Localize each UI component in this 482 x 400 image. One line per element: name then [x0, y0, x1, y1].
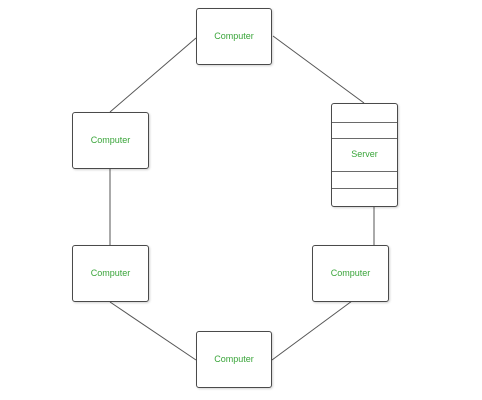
computer-label: Computer	[90, 268, 131, 278]
server-node[interactable]: Server	[331, 103, 398, 207]
computer-node-top[interactable]: Computer	[196, 8, 272, 65]
server-rack-row	[332, 104, 397, 123]
computer-node-lower-right[interactable]: Computer	[312, 245, 389, 302]
computer-node-bottom[interactable]: Computer	[196, 331, 272, 388]
server-rack-row	[332, 171, 397, 189]
link-upper-left-top	[109, 37, 197, 113]
computer-node-lower-left[interactable]: Computer	[72, 245, 149, 302]
server-label: Server	[351, 149, 378, 159]
computer-label: Computer	[214, 354, 254, 364]
computer-node-upper-left[interactable]: Computer	[72, 112, 149, 169]
server-rack-row	[332, 138, 397, 172]
link-top-server	[272, 35, 365, 104]
computer-label: Computer	[214, 31, 254, 41]
link-lower-right-bottom	[271, 300, 353, 361]
computer-label: Computer	[330, 268, 371, 278]
server-rack-row	[332, 122, 397, 139]
link-bottom-lower-left	[109, 301, 197, 361]
computer-label: Computer	[90, 135, 131, 145]
